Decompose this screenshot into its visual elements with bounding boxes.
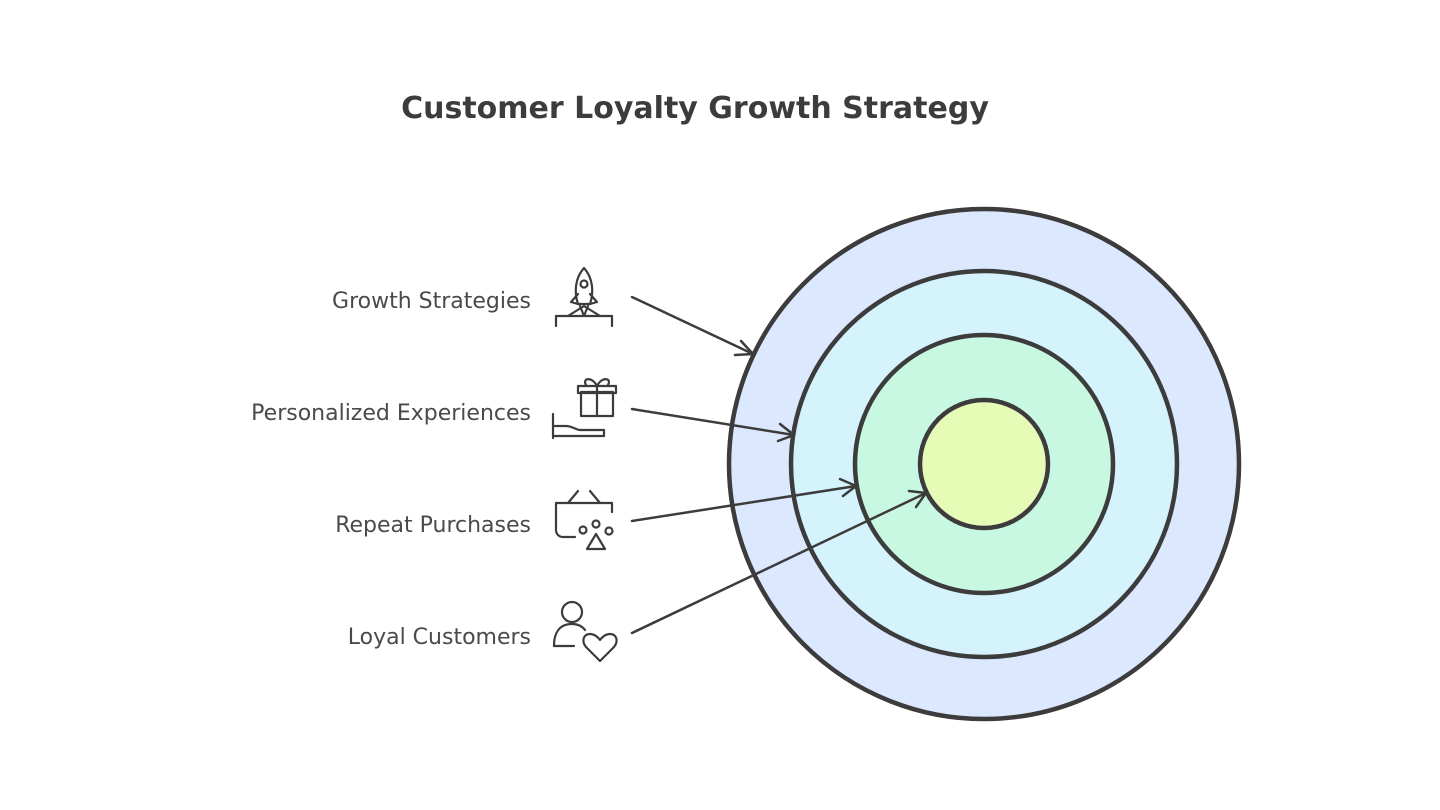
rocket-icon	[554, 266, 614, 328]
ring-outline-growth-strategies	[726, 206, 1242, 722]
arrow-repeat-purchases	[630, 477, 858, 523]
label-repeat-purchases: Repeat Purchases	[335, 513, 531, 538]
arrow-loyal-customers	[630, 489, 928, 635]
label-personalized-experiences: Personalized Experiences	[251, 401, 531, 426]
arrow-personalized-experiences	[630, 407, 796, 443]
ring-outline-loyal-customers	[917, 397, 1051, 531]
arrow-growth-strategies	[630, 295, 755, 357]
ring-outline-repeat-purchases	[852, 332, 1116, 596]
ring-outline-personalized-experiences	[788, 268, 1180, 660]
gift-in-hand-icon	[551, 378, 618, 440]
label-growth-strategies: Growth Strategies	[332, 289, 531, 314]
arrows	[630, 295, 928, 635]
diagram-title: Customer Loyalty Growth Strategy	[401, 91, 989, 126]
ring-fill-loyal-customers	[920, 400, 1048, 528]
shopping-basket-icon	[554, 489, 614, 551]
target-rings	[726, 206, 1242, 722]
person-heart-icon	[552, 600, 618, 663]
label-loyal-customers: Loyal Customers	[348, 625, 531, 650]
